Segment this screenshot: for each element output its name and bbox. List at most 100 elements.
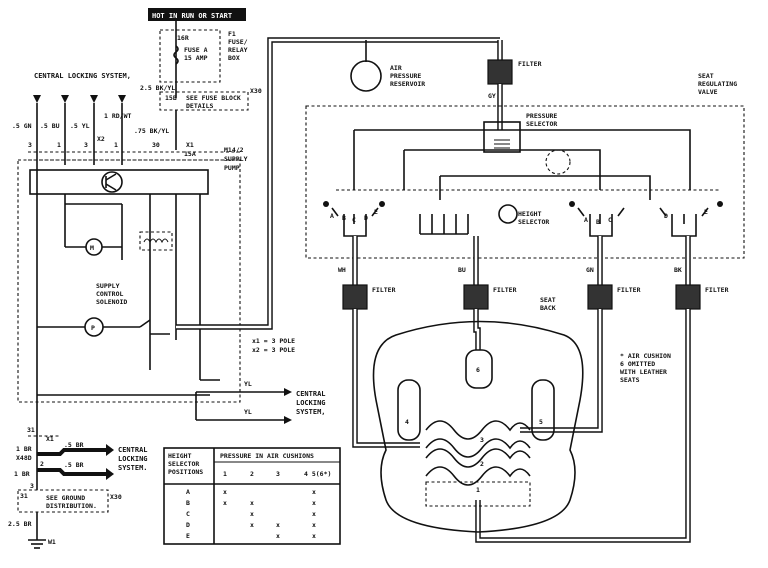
ground-pin3: 3 [30, 482, 34, 490]
table-row-a-pos: A [186, 488, 190, 496]
fuse-conn2: X1 [186, 141, 194, 149]
locking-wire-2: .5 BU [40, 122, 60, 130]
filter-label-4: FILTER [705, 286, 729, 294]
table-row-d-c4: x [312, 521, 316, 529]
hose-bk: BK [674, 266, 682, 274]
table-row-b-pos: B [186, 499, 190, 507]
ground-dest1: CENTRAL [118, 446, 148, 454]
cushion-3 [425, 420, 531, 440]
fuse-box-l4: BOX [228, 54, 240, 62]
filter-bu [463, 284, 489, 310]
cushion-4-label: 4 [405, 418, 409, 426]
table-row-b-c1: x [223, 499, 227, 507]
table-row-c-c4: x [312, 510, 316, 518]
pressure-dial [545, 149, 571, 175]
locking-pin-15a: 15A [184, 150, 196, 158]
output-arrow-1 [284, 388, 292, 396]
fuse-box-l2: FUSE/ [228, 38, 248, 46]
ground-distr1: SEE GROUND [46, 494, 85, 502]
table-head2: SELECTOR [168, 460, 199, 468]
hose-bu: BU [458, 266, 466, 274]
seat-outline [372, 320, 584, 533]
fuse-symbol [173, 45, 179, 65]
air-reservoir-icon [350, 60, 382, 92]
cushion-1-label: 1 [476, 486, 480, 494]
locking-wire-1: .5 GN [12, 122, 32, 130]
reservoir-l3: RESERVOIR [390, 80, 425, 88]
motor-label: M [90, 244, 94, 252]
ground-pin31: 31 [27, 426, 35, 434]
height-l1: HEIGHT [518, 210, 542, 218]
table-row-b-c2: x [250, 499, 254, 507]
main-filter-label: FILTER [518, 60, 542, 68]
locking-pin-3: 3 [84, 141, 88, 149]
filter-label-1: FILTER [372, 286, 396, 294]
fuse-detail1: SEE FUSE BLOCK [186, 94, 241, 102]
output-dest2: LOCKING [296, 399, 326, 407]
valve-left-a: A [330, 212, 334, 220]
reservoir-l2: PRESSURE [390, 72, 421, 80]
ground-wire-1br: 1 BR [16, 445, 32, 453]
note-l4: SEATS [620, 376, 640, 384]
fuse-wire2: .75 BK/YL [134, 127, 169, 135]
filter-label-3: FILTER [617, 286, 641, 294]
filter-bk [675, 284, 701, 310]
cushion-5 [531, 379, 555, 441]
table-row-c-c2: x [250, 510, 254, 518]
output-yl-2: YL [244, 408, 252, 416]
table-row-a-c1: x [223, 488, 227, 496]
hose-gn: GN [586, 266, 594, 274]
transistor-icon [101, 171, 123, 193]
table-row-c-pos: C [186, 510, 190, 518]
table-col-4: 4 5(6*) [304, 470, 331, 478]
ground-distr2: DISTRIBUTION. [46, 502, 97, 510]
ground-wire-1br-b: 1 BR [14, 470, 30, 478]
ground-conn-x48d: X48D [16, 454, 32, 462]
table-row-e-c3: x [276, 532, 280, 540]
pole-legend-1: x1 = 3 POLE [252, 337, 295, 345]
valve-right-a: A [584, 216, 588, 224]
cushion-1 [425, 481, 531, 507]
cushion-6 [465, 349, 493, 389]
fuse-box-l1: F1 [228, 30, 236, 38]
ground-dest3: SYSTEM. [118, 464, 148, 472]
solenoid-label3: SOLENOID [96, 298, 127, 306]
fuse-id: 16R [177, 34, 189, 42]
pump-label3: PUMP [224, 164, 240, 172]
height-l2: SELECTOR [518, 218, 549, 226]
seatback-l2: BACK [540, 304, 556, 312]
ground-pin31b: 31 [20, 492, 28, 500]
valve-l2: REGULATING [698, 80, 737, 88]
cushion-5-label: 5 [539, 418, 543, 426]
locking-wire-3: .5 YL [70, 122, 90, 130]
locking-conn-x2: X2 [97, 135, 105, 143]
pump-label1: M14/2 [224, 146, 244, 154]
valve-left-d: D [364, 214, 368, 222]
ground-distribution-box [17, 489, 109, 513]
filter-gn [587, 284, 613, 310]
filter-label-2: FILTER [493, 286, 517, 294]
output-yl-1: YL [244, 380, 252, 388]
fuse-rating: 15 AMP [184, 54, 208, 62]
hose-wh: WH [338, 266, 346, 274]
table-col-1: 1 [223, 470, 227, 478]
fuse-box [159, 29, 221, 83]
locking-pin-1: 3 [28, 141, 32, 149]
table-row-b-c4: x [312, 499, 316, 507]
main-filter [487, 59, 513, 85]
table-col-2: 2 [250, 470, 254, 478]
ground-dest2: LOCKING [118, 455, 148, 463]
valve-l1: SEAT [698, 72, 714, 80]
valve-right-b: B [596, 218, 600, 226]
table-head3: POSITIONS [168, 468, 203, 476]
ground-conn: X1 [46, 435, 54, 443]
cushion-3-label: 3 [480, 436, 484, 444]
fuse-box-l3: RELAY [228, 46, 248, 54]
table-row-d-pos: D [186, 521, 190, 529]
gy-label: GY [488, 92, 496, 100]
table-row-a-c4: x [312, 488, 316, 496]
cushion-4 [397, 379, 421, 441]
output-dest1: CENTRAL [296, 390, 326, 398]
fuse-wire1: 2.5 BK/YL [140, 84, 175, 92]
